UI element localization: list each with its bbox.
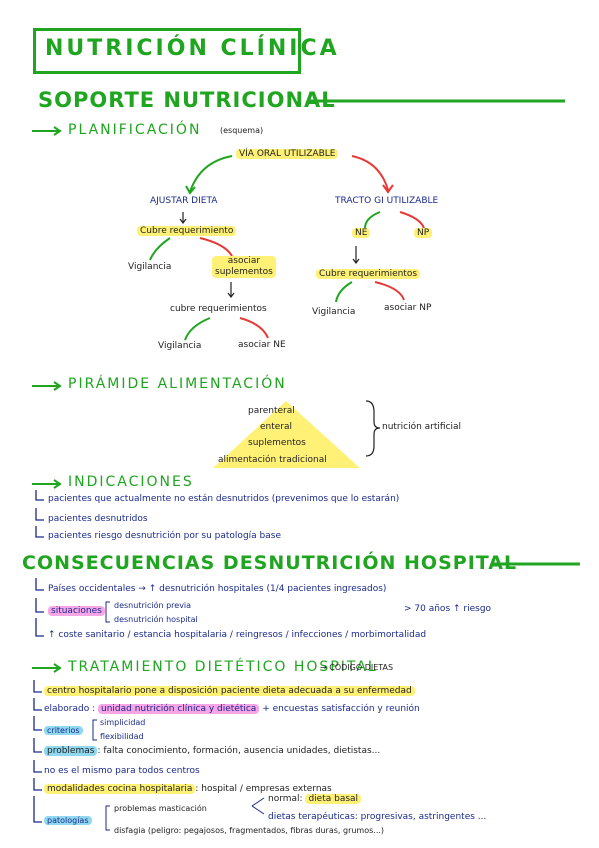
page-title: NUTRICIÓN CLÍNICA [45,36,340,61]
node-cubre-requerimiento: Cubre requerimiento [137,226,237,236]
node-ajustar-dieta: AJUSTAR DIETA [150,196,218,206]
subheading-tratamiento: TRATAMIENTO DIETÉTICO HOSPITAL [68,659,378,675]
node-asociar-np: asociar NP [384,303,432,313]
dieta-normal: normal: dieta basal [268,794,362,804]
tratamiento-line-1: centro hospitalario pone a disposición p… [44,686,415,696]
planificacion-note: (esquema) [220,126,264,135]
consecuencias-line-3: ↑ coste sanitario / estancia hospitalari… [48,630,427,640]
pyramid-level-3: suplementos [248,438,306,448]
codigo-dietas-note: → CÓDIGO DIETAS [320,663,394,672]
pyramid-shape [213,401,360,468]
pyramid-level-1: parenteral [248,406,295,416]
patologia-item-1: problemas masticación [114,804,207,813]
node-vigilancia-right: Vigilancia [312,307,356,317]
criterio-item-1: simplicidad [100,718,146,727]
tratamiento-line-2: elaborado : unidad nutrición clínica y d… [44,704,420,714]
pyramid-level-2: enteral [260,422,293,432]
modalidades-line: modalidades cocina hospitalaria: hospita… [44,784,332,794]
node-tracto-gi: TRACTO GI UTILIZABLE [335,196,439,206]
subheading-indicaciones: INDICACIONES [68,474,194,490]
node-cubre-requerimientos-right: Cubre requerimientos [316,269,421,279]
situacion-item-2: desnutrición hospital [114,615,198,624]
node-vigilancia-2: Vigilancia [158,341,202,351]
dietas-terapeuticas: dietas terapéuticas: progresivas, astrin… [268,812,487,822]
diagram-root: VÍA ORAL UTILIZABLE [236,149,339,159]
section-heading-consecuencias: CONSECUENCIAS DESNUTRICIÓN HOSPITAL [22,552,518,574]
tratamiento-line-5: no es el mismo para todos centros [44,766,200,776]
problemas-line: problemas: falta conocimiento, formación… [44,746,380,756]
subheading-planificacion: PLANIFICACIÓN [68,122,202,138]
situaciones-label: situaciones [48,606,105,616]
section-heading-soporte: SOPORTE NUTRICIONAL [38,88,336,112]
node-np: NP [414,228,433,238]
indicacion-item-1: pacientes que actualmente no están desnu… [48,494,400,504]
situaciones-riesgo: > 70 años ↑ riesgo [404,604,492,614]
patologias-label: patologías [44,816,92,825]
title-box [33,28,301,74]
indicacion-item-3: pacientes riesgo desnutrición por su pat… [48,531,281,541]
indicacion-item-2: pacientes desnutridos [48,514,148,524]
node-vigilancia-1: Vigilancia [128,262,172,272]
pyramid-level-4: alimentación tradicional [218,455,327,465]
criterio-item-2: flexibilidad [100,732,144,741]
situacion-item-1: desnutrición previa [114,601,192,610]
node-asociar-ne: asociar NE [238,340,286,350]
pyramid-brace-note: nutrición artificial [382,422,462,432]
subheading-piramide: PIRÁMIDE ALIMENTACIÓN [68,376,287,392]
patologia-item-2: disfagia (peligro: pegajosos, fragmentad… [114,826,385,835]
node-cubre-requerimientos-2: cubre requerimientos [170,304,267,314]
criterios-label: criterios [44,726,83,735]
consecuencias-line-1: Países occidentales → ↑ desnutrición hos… [48,584,387,594]
node-ne: NE [352,228,371,238]
